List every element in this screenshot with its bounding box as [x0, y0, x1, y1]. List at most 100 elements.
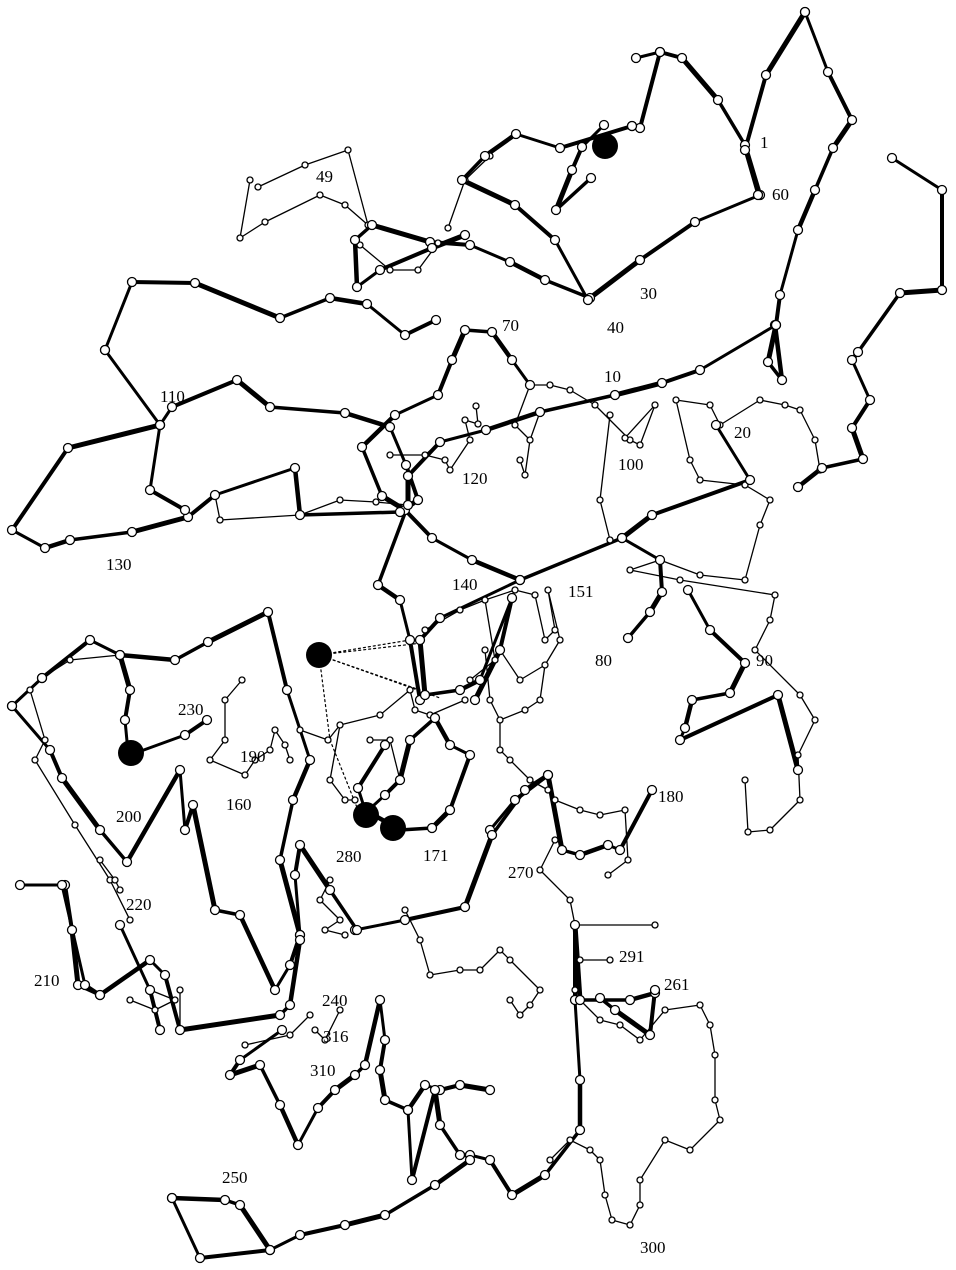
- c-alpha-atom: [577, 957, 583, 963]
- thick-bond: [385, 1185, 435, 1215]
- c-alpha-atom: [247, 177, 253, 183]
- c-alpha-atom: [652, 402, 658, 408]
- c-alpha-atom: [604, 841, 613, 850]
- c-alpha-atom: [337, 722, 343, 728]
- residue-label: 270: [508, 863, 534, 882]
- c-alpha-atom: [376, 266, 385, 275]
- c-alpha-atom: [32, 757, 38, 763]
- thick-bond: [900, 290, 942, 293]
- thick-bond: [293, 760, 310, 800]
- c-alpha-atom: [296, 1231, 305, 1240]
- c-alpha-atom: [496, 646, 505, 655]
- thin-bond: [430, 970, 460, 975]
- residue-label: 280: [336, 847, 362, 866]
- thick-bond: [440, 1125, 460, 1155]
- thin-bond: [700, 575, 745, 580]
- thick-bond: [425, 690, 460, 695]
- c-alpha-atom: [58, 774, 67, 783]
- c-alpha-atom: [406, 636, 415, 645]
- c-alpha-atom: [396, 508, 405, 517]
- residue-label: 110: [160, 387, 185, 406]
- thin-bond: [520, 665, 545, 680]
- thick-bond: [490, 800, 515, 830]
- c-alpha-atom: [607, 957, 613, 963]
- c-alpha-atom: [622, 435, 628, 441]
- c-alpha-atom: [271, 986, 280, 995]
- c-alpha-atom: [742, 777, 748, 783]
- c-alpha-atom: [536, 408, 545, 417]
- residue-label: 210: [34, 971, 60, 990]
- c-alpha-atom: [172, 997, 178, 1003]
- thin-bond: [240, 222, 265, 238]
- c-alpha-atom: [448, 356, 457, 365]
- residue-label: 220: [126, 895, 152, 914]
- c-alpha-atom: [507, 957, 513, 963]
- thin-bond: [798, 720, 815, 755]
- c-alpha-atom: [297, 727, 303, 733]
- c-alpha-atom: [408, 1176, 417, 1185]
- thin-bond: [540, 665, 545, 700]
- thin-bond: [770, 800, 800, 830]
- thin-bond: [30, 690, 45, 740]
- thick-bond: [395, 395, 438, 415]
- c-alpha-atom: [391, 411, 400, 420]
- c-alpha-atom: [127, 917, 133, 923]
- c-alpha-atom: [353, 283, 362, 292]
- c-alpha-atom: [123, 858, 132, 867]
- c-alpha-atom: [239, 677, 245, 683]
- c-alpha-atom: [242, 1042, 248, 1048]
- c-alpha-atom: [272, 727, 278, 733]
- thick-bond: [652, 480, 750, 515]
- c-alpha-atom: [587, 174, 596, 183]
- residue-label: 180: [658, 787, 684, 806]
- c-alpha-atom: [651, 986, 660, 995]
- thick-bond: [105, 350, 160, 425]
- c-alpha-atom: [488, 831, 497, 840]
- c-alpha-atom: [611, 391, 620, 400]
- c-alpha-atom: [726, 689, 735, 698]
- thick-bond: [620, 790, 652, 850]
- thick-bond: [172, 1198, 200, 1258]
- c-alpha-atom: [772, 592, 778, 598]
- thin-bond: [710, 1025, 715, 1055]
- c-alpha-atom: [126, 686, 135, 695]
- thick-bond: [662, 370, 700, 383]
- c-alpha-atom: [8, 526, 17, 535]
- c-alpha-atom: [354, 784, 363, 793]
- c-alpha-atom: [466, 1156, 475, 1165]
- thick-bond: [237, 380, 270, 407]
- c-alpha-atom: [473, 403, 479, 409]
- c-alpha-atom: [637, 1202, 643, 1208]
- thick-bond: [298, 1108, 318, 1145]
- c-alpha-atom: [684, 586, 693, 595]
- thick-bond: [215, 468, 295, 495]
- c-alpha-atom: [289, 796, 298, 805]
- c-alpha-atom: [712, 1097, 718, 1103]
- c-alpha-atom: [374, 581, 383, 590]
- thin-bond: [330, 780, 345, 800]
- c-alpha-atom: [417, 937, 423, 943]
- c-alpha-atom: [488, 328, 497, 337]
- c-alpha-atom: [387, 452, 393, 458]
- thin-bond: [380, 690, 410, 715]
- thick-bond: [695, 195, 760, 222]
- c-alpha-atom: [812, 717, 818, 723]
- c-alpha-atom: [678, 54, 687, 63]
- c-alpha-atom: [762, 71, 771, 80]
- c-alpha-atom: [552, 627, 558, 633]
- thick-bond: [295, 468, 300, 515]
- c-alpha-atom: [294, 1141, 303, 1150]
- thin-bond: [265, 195, 320, 222]
- c-alpha-atom: [317, 192, 323, 198]
- c-alpha-atom: [497, 747, 503, 753]
- c-alpha-atom: [776, 291, 785, 300]
- c-alpha-atom: [422, 452, 428, 458]
- c-alpha-atom: [605, 872, 611, 878]
- thin-bond: [720, 400, 760, 425]
- thin-bond: [340, 500, 376, 502]
- c-alpha-atom: [427, 972, 433, 978]
- metal-contact-line: [319, 643, 422, 655]
- c-alpha-atom: [407, 687, 413, 693]
- c-alpha-atom: [542, 637, 548, 643]
